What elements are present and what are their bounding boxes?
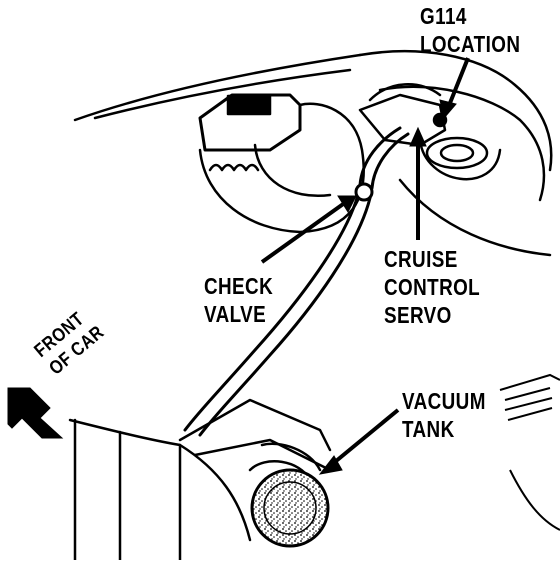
vacuum-hose-left — [183, 193, 360, 432]
hose-upper — [358, 126, 402, 187]
hood-inner-line — [93, 68, 352, 120]
strut-tower-outline — [358, 50, 553, 172]
booster-bolts — [208, 163, 260, 172]
strut-mount — [418, 138, 502, 181]
label-cruise-control-servo: CRUISE CONTROL SERVO — [384, 246, 481, 329]
radiator-support-side — [178, 443, 252, 542]
vacuum-tank-rim — [263, 481, 317, 535]
g114-ground-bolt — [432, 112, 448, 128]
engine-block — [499, 373, 560, 391]
vacuum-tank-arrow — [328, 408, 400, 468]
strut-cap — [425, 136, 489, 170]
hose-upper-2 — [370, 132, 410, 190]
servo-linkage — [368, 83, 442, 102]
vacuum-tank-body — [250, 468, 330, 548]
front-of-car-arrow — [7, 387, 64, 439]
booster-ring — [253, 143, 332, 198]
tank-bracket — [260, 442, 322, 472]
radiator-support-top — [178, 398, 332, 452]
support-brace — [193, 438, 332, 472]
check-valve-body — [354, 182, 374, 202]
strut-cap-inner — [439, 143, 475, 163]
vacuum-hose-right — [198, 196, 372, 437]
hood-edge-line — [73, 53, 362, 122]
label-vacuum-tank: VACUUM TANK — [402, 388, 486, 443]
radiator-support-front — [68, 418, 182, 562]
label-check-valve: CHECK VALVE — [204, 273, 274, 328]
booster-body — [198, 102, 365, 234]
g114-arrow — [446, 57, 470, 109]
pointer-arrows — [7, 57, 470, 475]
label-g114-location: G114 LOCATION — [420, 3, 521, 58]
reservoir-cap — [226, 94, 272, 116]
fender-lower — [398, 178, 552, 257]
check-valve-arrow — [260, 200, 348, 264]
